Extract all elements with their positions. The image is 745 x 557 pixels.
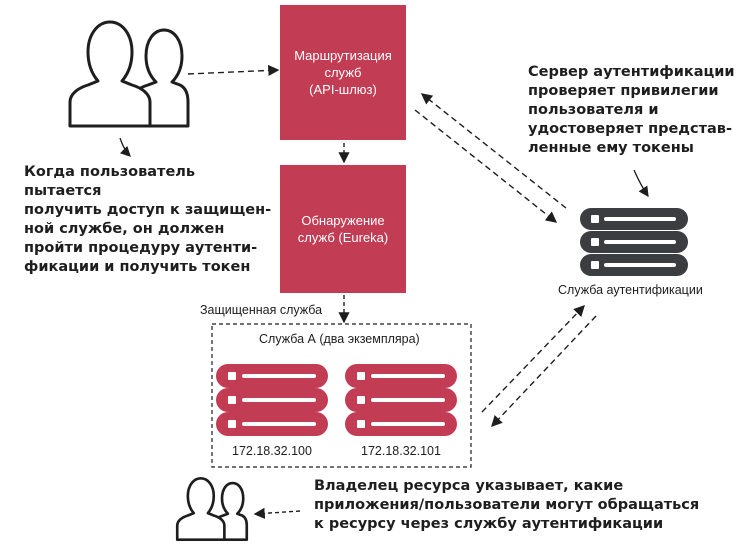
instance-ip: 172.18.32.100 xyxy=(232,444,312,458)
pointer-auth-note xyxy=(633,169,649,198)
arrow-auth-to-service xyxy=(491,315,597,428)
protected-service-label: Защищенная служба xyxy=(200,303,323,317)
arrow-owner-to-users xyxy=(253,507,301,519)
server-rack-icon xyxy=(216,388,328,412)
users-small-icon xyxy=(175,477,249,541)
owner-note: Владелец ресурса указывает, какие прилож… xyxy=(314,478,700,532)
arrow-user-to-gateway xyxy=(187,64,280,77)
server-rack-icon xyxy=(216,364,328,388)
arrow-auth-to-gateway xyxy=(420,93,567,209)
user-note: Когда пользователь пытается получить дос… xyxy=(24,164,272,275)
server-rack-icon xyxy=(345,412,457,436)
gateway-box: Маршрутизация служб (API-шлюз) xyxy=(280,5,406,140)
server-rack-icon xyxy=(216,412,328,436)
server-rack-icon xyxy=(345,364,457,388)
server-rack-icon xyxy=(580,254,688,276)
discovery-box: Обнаружение служб (Eureka) xyxy=(280,165,406,293)
users-icon xyxy=(68,20,190,128)
server-rack-icon xyxy=(580,208,688,230)
arrow-service-to-auth xyxy=(481,304,585,413)
auth-server-note: Сервер аутентификации проверяет привилег… xyxy=(528,64,735,156)
service-a-container xyxy=(211,323,472,468)
server-rack-icon xyxy=(580,231,688,253)
gateway-label: Маршрутизация служб (API-шлюз) xyxy=(294,48,392,97)
service-a-label: Служба А (два экземпляра) xyxy=(259,332,420,346)
discovery-label: Обнаружение служб (Eureka) xyxy=(297,213,389,245)
pointer-user-note xyxy=(119,137,131,157)
auth-service-label: Служба аутентификации xyxy=(558,283,703,297)
arrow-gateway-to-auth xyxy=(414,109,558,223)
server-rack-icon xyxy=(345,388,457,412)
instance-ip: 172.18.32.101 xyxy=(361,444,441,458)
